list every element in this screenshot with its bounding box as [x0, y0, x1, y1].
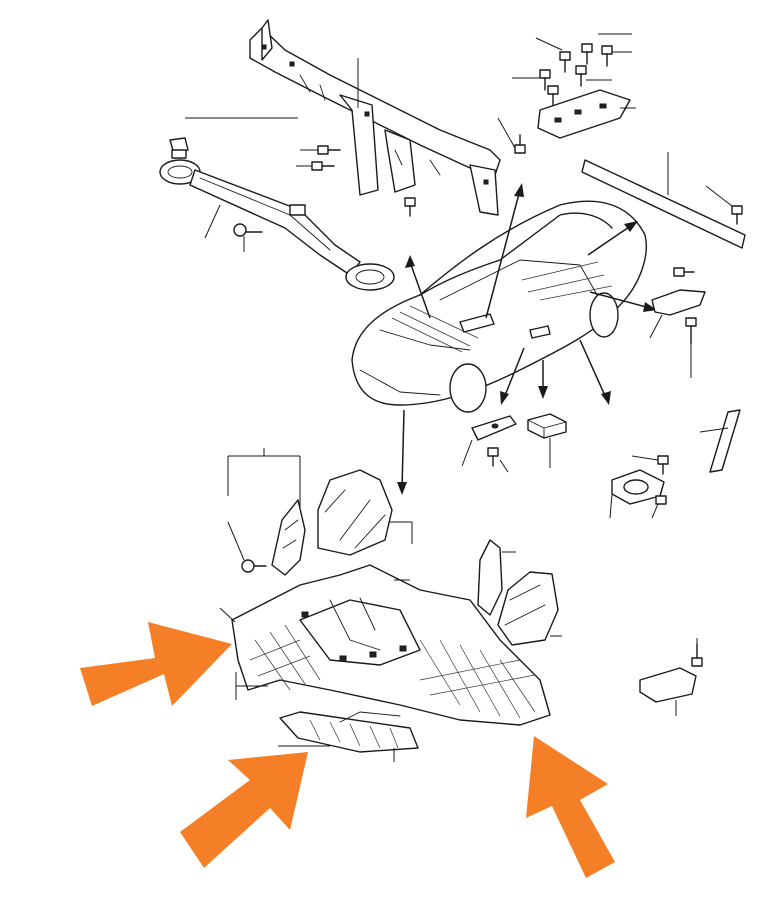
highlight-arrow-left-upper: [80, 622, 232, 706]
bolt-icon: [559, 51, 571, 73]
clip-icon: [655, 495, 667, 505]
bolt-icon: [601, 45, 613, 67]
bolt-icon: [673, 267, 695, 277]
callout-arrows: [397, 183, 657, 495]
bolt-cluster-upper-right: [512, 33, 636, 139]
bolt-icon: [311, 161, 335, 171]
bolt-icon: [487, 447, 499, 467]
bolt-icon: [539, 69, 551, 91]
clip-part-lower-right: [639, 638, 703, 716]
splash-guard-right: [477, 539, 562, 646]
car-body-outline-icon: [351, 200, 647, 413]
highlight-arrow-right-lower: [526, 736, 615, 878]
bracket-callout-left: [227, 448, 301, 573]
foam-block: [527, 413, 567, 468]
bolt-icon: [233, 223, 263, 252]
bolt-icon: [317, 145, 341, 155]
bolt-group-dash: [296, 117, 526, 217]
bolt-icon: [575, 65, 587, 87]
bolt-icon: [581, 43, 593, 65]
bolt-icon: [514, 134, 526, 154]
bolt-icon: [241, 559, 267, 573]
pad-part-center: [461, 415, 517, 473]
nut-icon: [169, 137, 189, 159]
gasket-plate-right: [609, 455, 669, 519]
front-splash-shield: [278, 711, 419, 762]
bolt-icon: [691, 643, 703, 667]
engine-under-cover: [219, 564, 551, 726]
splash-guard-left: [317, 469, 413, 556]
dash-reinforcement-bar: [249, 19, 501, 216]
highlight-arrow-left-lower: [180, 752, 308, 868]
bolt-icon: [547, 85, 559, 107]
bolt-icon: [731, 205, 743, 225]
trim-strip-right: [699, 409, 741, 473]
bolt-icon: [404, 197, 416, 217]
bolt-icon: [657, 455, 669, 475]
strut-tower-brace: [159, 117, 395, 291]
cross-member-bar: [581, 152, 746, 249]
mud-flap-left: [271, 499, 306, 576]
rear-bracket-right: [649, 267, 706, 378]
bolt-icon: [685, 317, 697, 345]
